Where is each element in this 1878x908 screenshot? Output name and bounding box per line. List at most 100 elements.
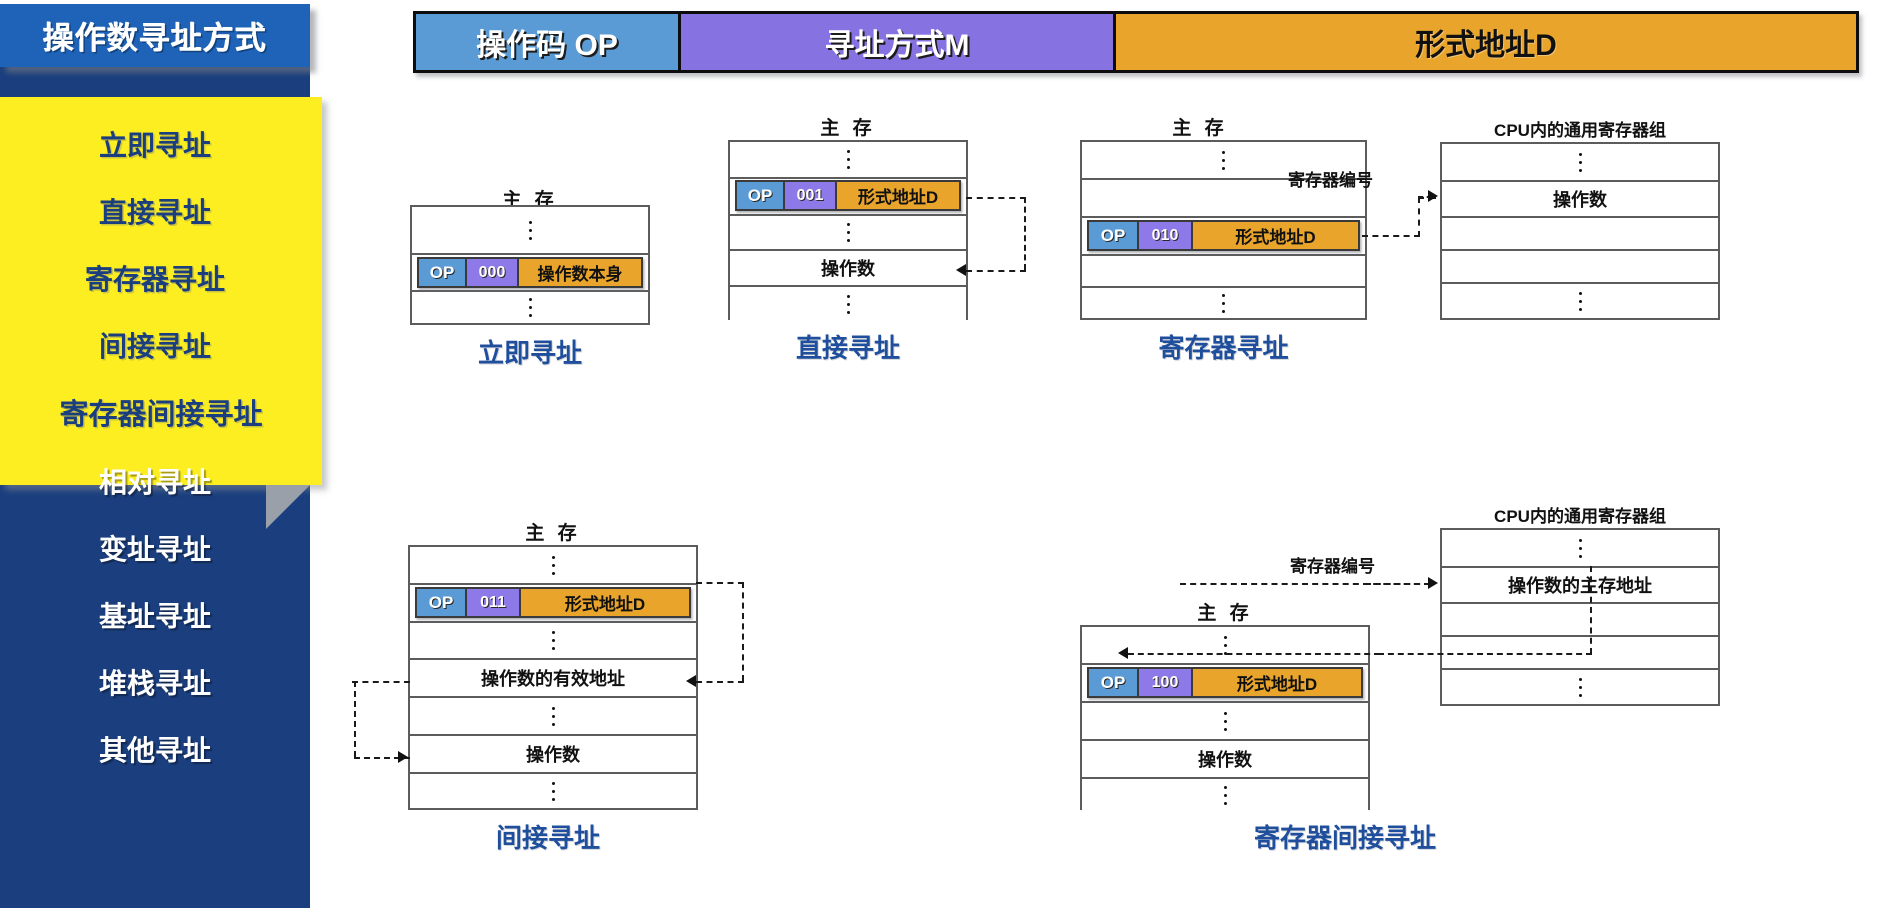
- format-field-mode: 寻址方式M: [681, 14, 1116, 70]
- instruction-mode-code: 011: [467, 589, 521, 616]
- vertical-ellipsis-icon: [551, 704, 555, 728]
- sidebar-item-direct[interactable]: 直接寻址: [98, 197, 211, 228]
- register-group-title: CPU内的通用寄存器组: [1494, 507, 1666, 526]
- sidebar-corner-fold-icon: [266, 485, 310, 529]
- sidebar-item-indexed[interactable]: 变址寻址: [98, 534, 211, 565]
- register-group-title: CPU内的通用寄存器组: [1494, 121, 1666, 140]
- memory-table: OP 010 形式地址D: [1080, 140, 1367, 320]
- vertical-ellipsis-icon: [846, 221, 850, 245]
- vertical-ellipsis-icon: [551, 553, 555, 577]
- connector-segment: [354, 757, 410, 759]
- sidebar-item-register[interactable]: 寄存器寻址: [84, 264, 225, 295]
- memory-row: [410, 623, 696, 660]
- memory-cell-label: 操作数: [821, 259, 875, 279]
- memory-row-instruction: OP 000 操作数本身: [412, 255, 648, 292]
- arrow-head-icon: [686, 675, 696, 687]
- vertical-ellipsis-icon: [551, 629, 555, 653]
- vertical-ellipsis-icon: [528, 296, 532, 320]
- instruction-word: OP 100 形式地址D: [1087, 667, 1363, 698]
- memory-row-operand: 操作数: [1082, 741, 1368, 779]
- memory-cell-label: 操作数: [526, 745, 580, 765]
- sidebar-item-immediate[interactable]: 立即寻址: [98, 130, 211, 161]
- memory-table: OP 100 形式地址D 操作数: [1080, 625, 1370, 812]
- instruction-opcode: OP: [1089, 222, 1139, 249]
- register-row-operand: 操作数: [1442, 182, 1718, 218]
- instruction-opcode: OP: [1089, 669, 1139, 696]
- memory-row: [730, 216, 966, 251]
- diagram-caption: 寄存器间接寻址: [1253, 823, 1436, 853]
- connector-segment: [352, 681, 410, 683]
- arrow-head-icon: [1428, 577, 1438, 589]
- register-row: [1442, 251, 1718, 284]
- memory-title: 主 存: [820, 118, 876, 139]
- instruction-opcode: OP: [419, 259, 467, 286]
- memory-row: [1082, 180, 1365, 218]
- register-row: [1442, 670, 1718, 704]
- connector-segment: [1024, 197, 1026, 270]
- memory-row-operand: 操作数: [410, 736, 696, 774]
- sidebar-highlight-block: [0, 97, 322, 485]
- sidebar-item-stack[interactable]: 堆栈寻址: [98, 668, 211, 699]
- memory-row: [1082, 142, 1365, 180]
- instruction-mode-code: 001: [785, 182, 837, 209]
- register-table: 操作数的主存地址: [1440, 528, 1720, 706]
- memory-row: [1082, 703, 1368, 741]
- vertical-ellipsis-icon: [846, 293, 850, 317]
- register-row: [1442, 144, 1718, 182]
- register-cell-label: 操作数的主存地址: [1508, 576, 1652, 596]
- sidebar-item-indirect[interactable]: 间接寻址: [98, 331, 211, 362]
- vertical-ellipsis-icon: [528, 218, 532, 242]
- connector-segment: [1590, 566, 1592, 654]
- memory-row: [1082, 288, 1365, 318]
- instruction-address-field: 形式地址D: [837, 182, 959, 209]
- memory-cell-label: 操作数的有效地址: [481, 669, 625, 689]
- memory-title: 主 存: [1197, 603, 1253, 624]
- memory-row: [1082, 779, 1368, 812]
- sidebar-item-base[interactable]: 基址寻址: [98, 601, 211, 632]
- memory-table: OP 000 操作数本身: [410, 205, 650, 325]
- connector-segment: [742, 582, 744, 681]
- diagram-caption: 直接寻址: [795, 333, 900, 363]
- memory-row-instruction: OP 011 形式地址D: [410, 585, 696, 623]
- connector-segment: [354, 681, 356, 757]
- connector-segment: [1180, 583, 1430, 585]
- register-row: [1442, 284, 1718, 318]
- format-mode-label: 寻址方式M: [824, 29, 970, 62]
- instruction-word: OP 010 形式地址D: [1087, 220, 1360, 251]
- memory-row: [410, 547, 696, 585]
- connector-segment: [1418, 197, 1420, 237]
- instruction-opcode: OP: [417, 589, 467, 616]
- sidebar-item-other[interactable]: 其他寻址: [98, 735, 211, 766]
- arrow-label-register-number: 寄存器编号: [1290, 557, 1375, 576]
- sidebar-item-register-indirect[interactable]: 寄存器间接寻址: [59, 399, 263, 431]
- connector-segment: [696, 582, 744, 584]
- connector-segment: [1362, 235, 1420, 237]
- memory-row-operand: 操作数: [730, 251, 966, 287]
- vertical-ellipsis-icon: [1222, 148, 1225, 172]
- connector-segment: [966, 197, 1026, 199]
- memory-row-instruction: OP 010 形式地址D: [1082, 218, 1365, 256]
- sidebar-panel-top: [0, 63, 310, 97]
- sidebar-title-label: 操作数寻址方式: [43, 21, 267, 56]
- memory-row: [1082, 627, 1368, 665]
- arrow-head-icon: [956, 264, 966, 276]
- register-cell-label: 操作数: [1553, 190, 1607, 210]
- register-row: [1442, 218, 1718, 251]
- instruction-format-bar: 操作码 OP 寻址方式M 形式地址D: [413, 11, 1859, 73]
- vertical-ellipsis-icon: [1578, 289, 1582, 313]
- memory-cell-label: 操作数: [1198, 750, 1252, 770]
- vertical-ellipsis-icon: [1578, 536, 1582, 560]
- memory-row-effective-address: 操作数的有效地址: [410, 660, 696, 698]
- vertical-ellipsis-icon: [846, 148, 850, 172]
- sidebar-title: 操作数寻址方式: [0, 4, 310, 67]
- memory-row-instruction: OP 100 形式地址D: [1082, 665, 1368, 703]
- connector-segment: [1418, 197, 1436, 199]
- instruction-mode-code: 100: [1139, 669, 1193, 696]
- instruction-address-field: 形式地址D: [1193, 669, 1361, 696]
- memory-table: OP 001 形式地址D 操作数: [728, 140, 968, 322]
- memory-row: [410, 698, 696, 736]
- vertical-ellipsis-icon: [1223, 784, 1227, 808]
- diagram-caption: 寄存器寻址: [1158, 333, 1289, 363]
- sidebar-item-relative[interactable]: 相对寻址: [98, 467, 211, 498]
- format-field-address: 形式地址D: [1116, 14, 1856, 70]
